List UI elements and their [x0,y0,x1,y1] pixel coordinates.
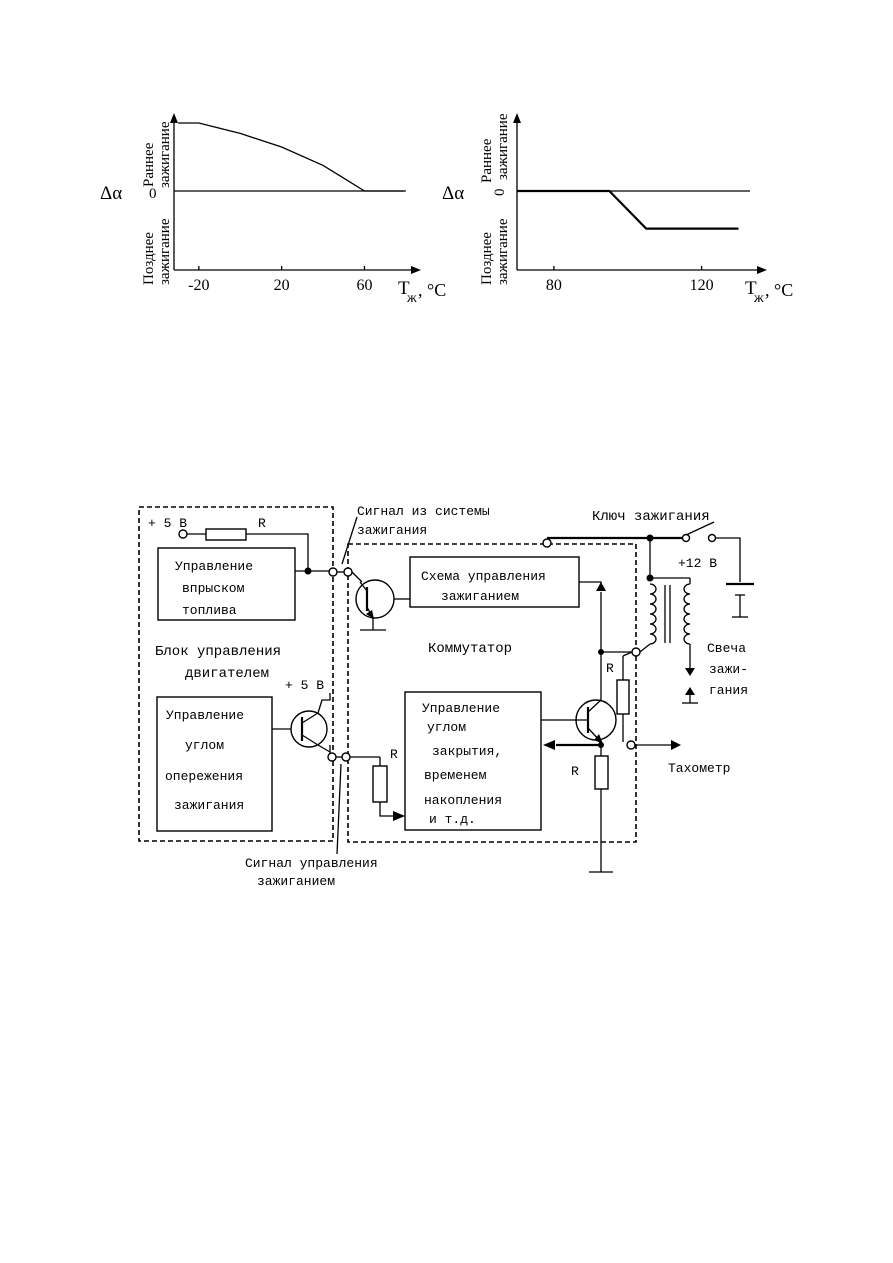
ignition-key-label: Ключ зажигания [592,509,710,525]
pointer-line [336,763,342,855]
advance-control-box [156,696,273,832]
feedback-arrow [543,740,555,750]
wire [716,537,741,582]
dwell-box-line6: и т.д. [429,812,476,827]
connector-commutator-top [343,567,353,577]
ecu-output-transistor [290,710,328,748]
wire [246,533,309,571]
injection-box-line1: Управление [175,559,253,574]
wire [301,734,319,746]
plus12v-label: +12 В [678,556,717,571]
ignition-control-box [409,556,580,608]
plus5v-top-terminal [178,529,188,539]
wire [587,699,602,713]
tachometer-arrow [671,740,681,750]
r-top-label: R [258,516,266,531]
r-coil-label: R [606,661,614,676]
wire [317,744,331,753]
signal-ignition-control-line2: зажиганием [257,874,335,889]
commutator-label: Коммутатор [428,641,512,657]
advance-box-line3: опережения [165,769,243,784]
key-terminal [542,538,552,548]
commutator-input-transistor [355,579,395,619]
wire [301,712,319,724]
ecu-label-line2: двигателем [185,666,269,682]
spark-arrow-up [685,687,695,695]
dwell-box-line5: накопления [424,793,502,808]
injection-box-line2: впрыском [182,581,245,596]
advance-box-line4: зажигания [174,798,244,813]
dwell-box-line4: временем [424,768,487,783]
spark-plug-line2: зажи- [709,662,748,677]
key-switch-contact-a [681,533,691,543]
spark-plug-line3: гания [709,683,748,698]
key-switch-blade [685,521,715,536]
injection-control-box [157,547,296,621]
emitter-arrow [594,734,603,744]
spark-plug-line1: Свеча [707,641,746,656]
dwell-control-box [404,691,542,831]
wire [379,802,393,817]
r-top-resistor [205,528,247,541]
plus5v-mid-label: + 5 В [285,678,324,693]
r-coil-resistor [616,679,630,715]
r-dwell-in-label: R [390,747,398,762]
r-dwell-in-resistor [372,765,388,803]
ecu-block-border [138,506,334,842]
advance-box-line1: Управление [166,708,244,723]
junction-dot [304,567,312,575]
connector-ecu-top [328,567,338,577]
plus5v-top-label: + 5 В [148,516,187,531]
ignition-control-line2: зажиганием [441,589,519,604]
ignition-coil [649,578,691,645]
coil-terminal [631,647,641,657]
wire [359,581,368,592]
ecu-label-line1: Блок управления [155,644,281,660]
tachometer-label: Тахометр [668,761,730,776]
dwell-box-line2: углом [427,720,466,735]
commutator-block-border [347,543,637,843]
wire [351,571,363,583]
key-switch-contact-b [707,533,717,543]
r-emitter-label: R [571,764,579,779]
pointer-line [341,516,358,565]
connector-commutator-bottom [341,752,351,762]
injection-box-line3: топлива [182,603,237,618]
advance-box-line2: углом [185,738,224,753]
wire [317,693,331,714]
emitter-arrow [366,610,374,619]
signal-from-ignition-line2: зажигания [357,523,427,538]
dwell-box-line1: Управление [422,701,500,716]
coil-secondary [683,583,691,645]
coil-primary [649,583,657,645]
wire [622,651,633,657]
r-emitter-resistor [594,755,609,790]
dwell-box-line3: закрытия, [432,744,502,759]
signal-ignition-control-line1: Сигнал управления [245,856,378,871]
tachometer-terminal [626,740,636,750]
spark-arrow-down [685,668,695,676]
ignition-control-line1: Схема управления [421,569,546,584]
wire [579,581,602,588]
dwell-in-arrow [393,811,405,821]
connector-ecu-bottom [327,752,337,762]
arrow-down [596,582,606,591]
signal-from-ignition-line1: Сигнал из системы [357,504,490,519]
